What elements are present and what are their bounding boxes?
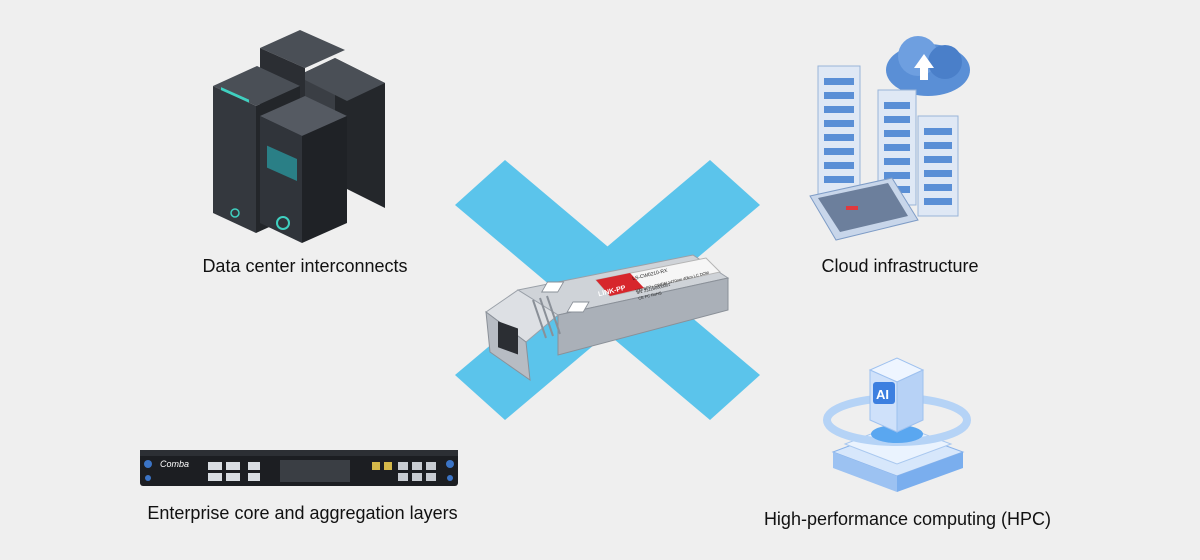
label-cloud: Cloud infrastructure	[821, 256, 979, 276]
label-data-center: Data center interconnects	[202, 256, 408, 276]
sfp-transceiver-module	[485, 254, 730, 382]
label-hpc: High-performance computing (HPC)	[763, 509, 1052, 529]
cloud-infrastructure-icon	[809, 36, 970, 241]
ai-chip-icon	[823, 357, 971, 492]
ai-badge-text: AI	[876, 387, 889, 402]
server-rack-icon	[213, 30, 385, 243]
label-enterprise: Enterprise core and aggregation layers	[147, 503, 458, 523]
network-switch-icon	[140, 450, 458, 486]
switch-brand-label: Comba	[160, 459, 190, 469]
